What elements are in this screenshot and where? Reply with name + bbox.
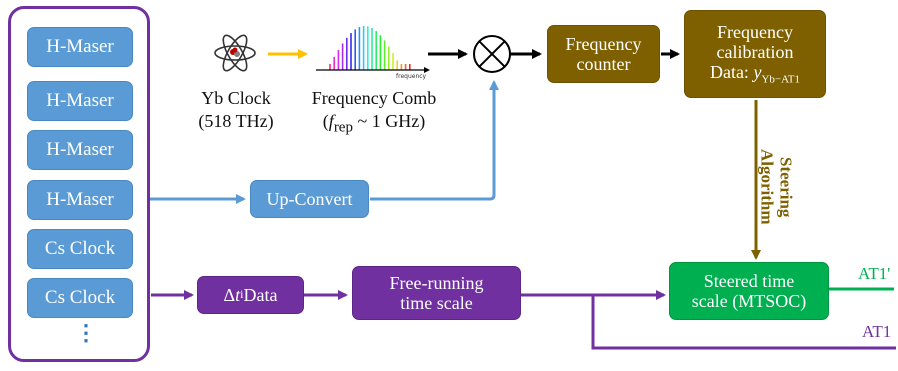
up-convert-box: Up-Convert — [250, 180, 369, 218]
comb-rep-rate: (frep ~ 1 GHz) — [322, 110, 426, 136]
more-clocks-ellipsis: ⋮ — [75, 320, 97, 345]
free-running-line1: Free-running — [389, 272, 484, 293]
free-running-line2: time scale — [400, 293, 473, 313]
comb-label: Frequency Comb (frep ~ 1 GHz) — [296, 87, 452, 137]
steered-line1: Steered time — [703, 270, 795, 291]
output-at1-prime: AT1' — [858, 264, 891, 283]
atom-icon — [214, 34, 256, 72]
cs-clock-1: Cs Clock — [27, 229, 133, 269]
frequency-counter-line2: counter — [576, 54, 631, 74]
frequency-comb-icon: frequency — [316, 26, 430, 80]
steered-line2: scale (MTSOC) — [691, 291, 807, 311]
cs-clock-2: Cs Clock — [27, 278, 133, 318]
comb-name: Frequency Comb — [311, 88, 437, 108]
yb-clock-frequency: (518 THz) — [198, 110, 274, 131]
steered-time-scale-box: Steered time scale (MTSOC) — [669, 262, 829, 320]
h-maser-3: H-Maser — [27, 130, 133, 170]
mixer-icon — [473, 35, 511, 73]
h-maser-4: H-Maser — [27, 180, 133, 220]
calibration-data: Data: yYb−AT1 — [709, 62, 801, 86]
free-running-box: Free-running time scale — [352, 266, 521, 320]
calibration-line2: calibration — [716, 42, 794, 63]
frequency-calibration-box: Frequency calibration Data: yYb−AT1 — [684, 10, 826, 98]
arrow-upconvert-to-mixer — [370, 80, 499, 201]
output-at1: AT1 — [862, 322, 892, 341]
frequency-counter-box: Frequency counter — [547, 25, 660, 83]
comb-lines — [329, 26, 411, 70]
arrow-to-at1 — [591, 295, 896, 350]
h-maser-1: H-Maser — [27, 27, 133, 67]
calibration-line1: Frequency — [717, 21, 793, 42]
comb-axis-label: frequency — [396, 73, 427, 80]
frequency-counter-line1: Frequency — [565, 33, 642, 54]
yb-clock-name: Yb Clock — [201, 88, 271, 108]
yb-clock-label: Yb Clock (518 THz) — [186, 87, 286, 132]
h-maser-2: H-Maser — [27, 81, 133, 121]
